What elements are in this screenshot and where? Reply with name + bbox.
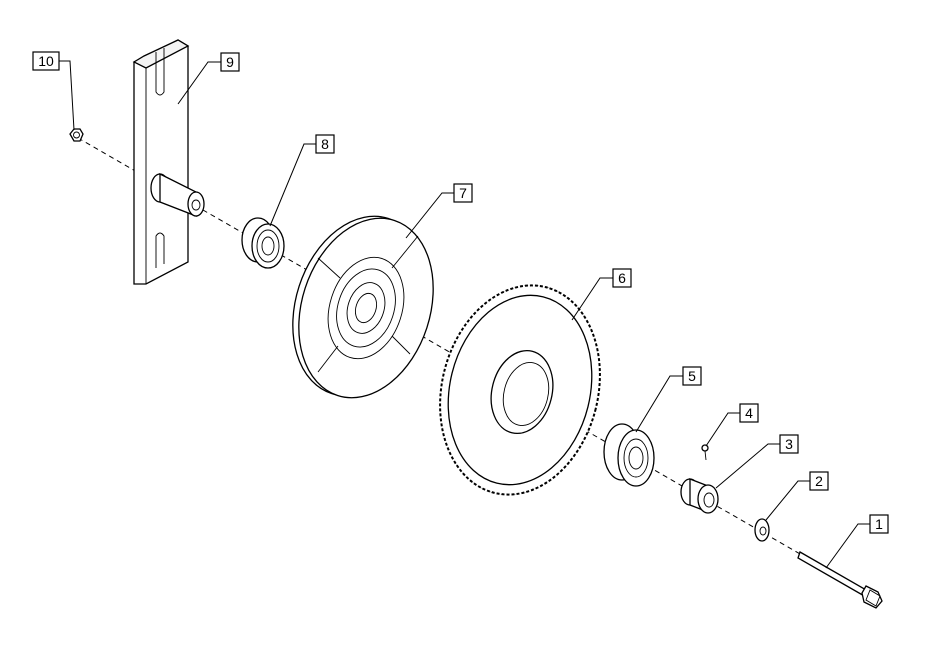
callout-3: 3 [715, 434, 799, 489]
callout-2: 2 [765, 471, 829, 521]
disc-part-7 [292, 215, 434, 399]
callout-8: 8 [269, 134, 335, 227]
callout-6-label: 6 [618, 270, 626, 286]
callout-7: 7 [405, 183, 473, 239]
callout-5: 5 [635, 366, 702, 433]
callout-10: 10 [32, 51, 75, 131]
callout-2-label: 2 [815, 473, 823, 489]
sprocket-part-6 [439, 284, 601, 496]
callout-5-label: 5 [688, 368, 696, 384]
callout-9: 9 [177, 52, 240, 105]
callout-4: 4 [705, 403, 759, 447]
bearing-part-5 [603, 423, 655, 487]
bearing-part-8 [241, 217, 285, 269]
callout-8-label: 8 [321, 136, 329, 152]
callout-4-label: 4 [745, 405, 753, 421]
nut-part-10 [69, 128, 84, 142]
callout-1-label: 1 [875, 516, 883, 532]
callout-7-label: 7 [459, 185, 467, 201]
callout-9-label: 9 [226, 54, 234, 70]
bolt-part-1 [797, 551, 883, 609]
callout-3-label: 3 [785, 436, 793, 452]
mounting-plate-part-9 [132, 39, 205, 285]
callout-1: 1 [825, 514, 889, 569]
collar-part-3 [680, 478, 719, 514]
set-screw-part-4 [701, 444, 709, 461]
callout-10-label: 10 [38, 53, 54, 69]
washer-part-2 [754, 518, 770, 542]
callout-6: 6 [571, 268, 632, 321]
